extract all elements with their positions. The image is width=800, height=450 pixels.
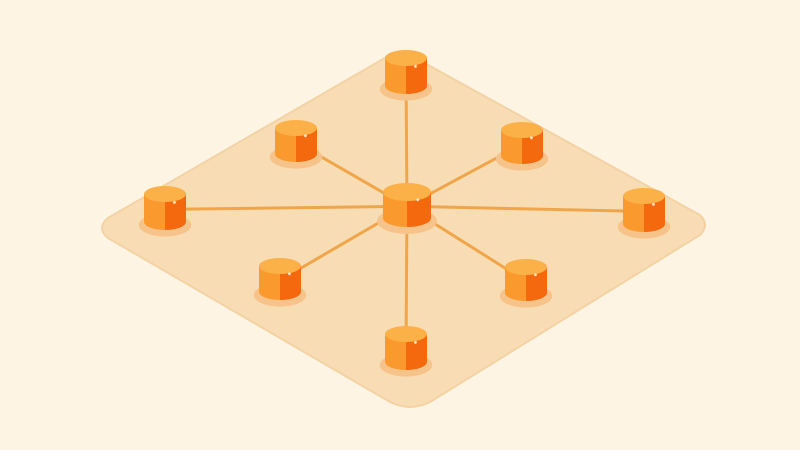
node-highlight (414, 341, 417, 344)
node-highlight (173, 201, 176, 204)
node-top (385, 50, 427, 66)
node-north (379, 50, 433, 101)
hub-node (377, 183, 437, 235)
node-highlight (416, 198, 420, 202)
node-highlight (530, 136, 533, 140)
node-top (505, 259, 547, 275)
node-top (259, 258, 301, 274)
node-south-west (253, 258, 307, 307)
node-east (617, 188, 671, 239)
node-highlight (652, 203, 655, 206)
connector-line-east (405, 204, 646, 213)
node-north-west (269, 120, 323, 169)
connector-line-west (163, 204, 409, 211)
node-highlight (304, 134, 307, 138)
node-highlight (288, 272, 291, 276)
node-top (623, 188, 665, 204)
node-body (383, 192, 431, 227)
node-top (385, 326, 427, 342)
node-highlight (534, 273, 537, 277)
node-group (138, 50, 671, 377)
node-top (144, 186, 186, 202)
node-west (138, 186, 192, 237)
node-top (383, 183, 431, 201)
node-south (379, 326, 433, 377)
node-south-east (499, 259, 553, 308)
node-top (501, 122, 543, 138)
node-highlight (414, 65, 417, 68)
node-top (275, 120, 317, 136)
node-north-east (495, 122, 549, 171)
